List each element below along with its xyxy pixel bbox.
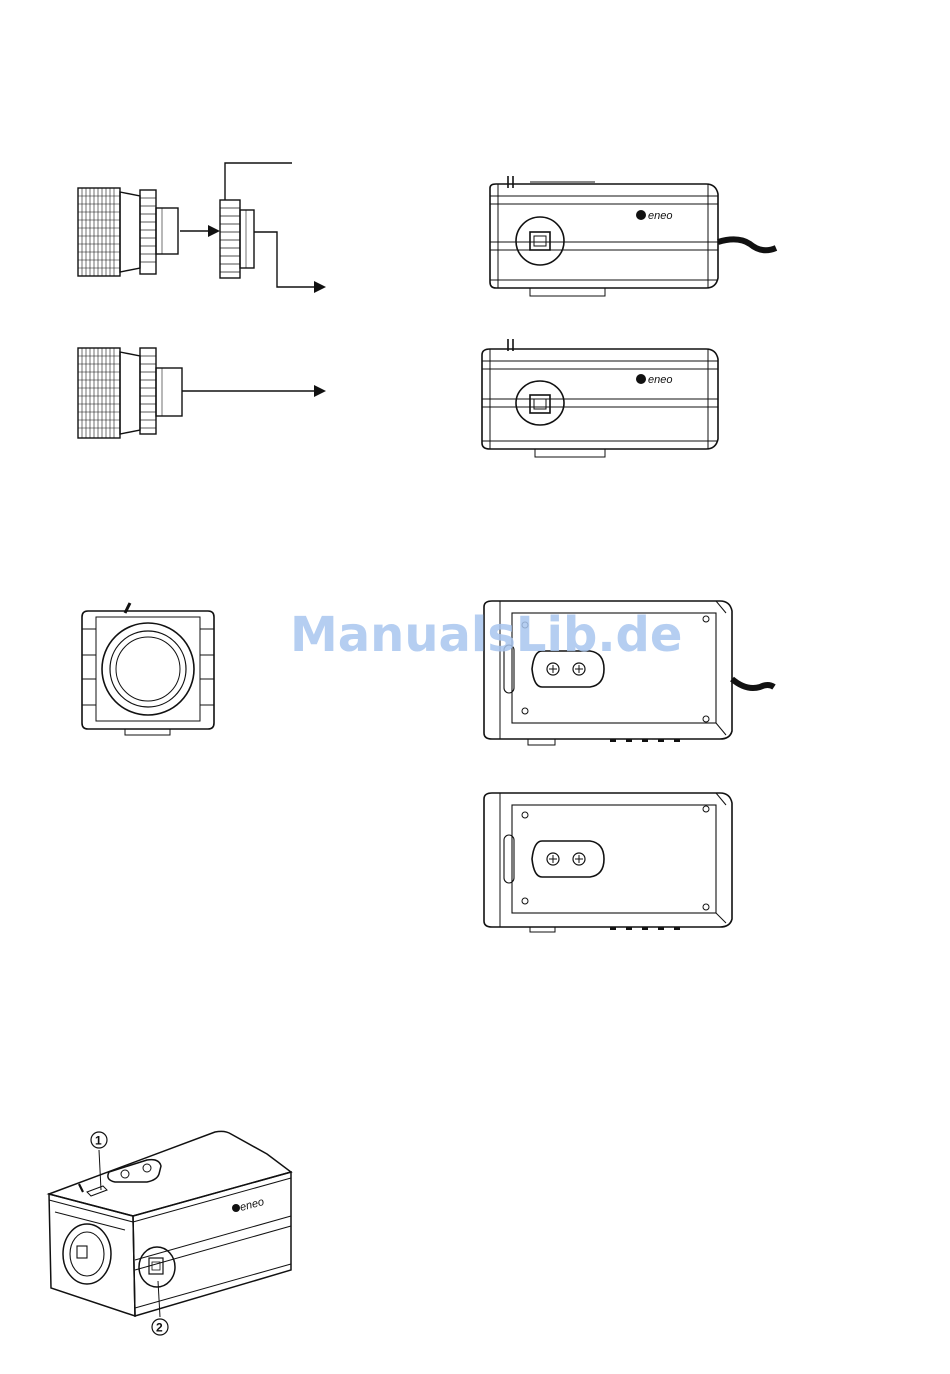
camera-cable [718,239,776,250]
top-mount-plate [108,1160,161,1182]
lens-ring [140,190,156,274]
brand-logo-text: eneo [239,1196,266,1214]
camera-front-view [70,595,230,740]
camera-side-face [133,1172,291,1316]
camera-front-face [49,1194,135,1316]
connector-housing [516,217,564,265]
camera-side-view-cable: eneo [470,170,790,310]
brand-logo-text: eneo [648,210,672,222]
connector-port [530,232,550,250]
lens-grip [78,188,120,276]
camera-cable [732,679,774,688]
camera-side-plain-svg: eneo [470,335,790,470]
watermark: ManualsLib.de [290,605,670,665]
lens-mount [156,208,178,254]
adapter-thread [240,210,254,268]
lens-direct-diagram [70,340,340,450]
brand-logo-text: eneo [648,374,672,386]
brand-logo-icon [636,210,646,220]
camera-body [490,184,718,288]
adapter-ring [220,200,240,278]
lens-adapter-svg [70,160,340,300]
camera-perspective-svg: 1 2 eneo [35,1120,305,1345]
connector-port [149,1258,163,1274]
lens-with-adapter-diagram [70,160,340,300]
lens-direct-svg [70,340,340,450]
lens-grip [78,348,120,438]
camera-perspective-view: 1 2 eneo [35,1120,305,1345]
camera-top-view [470,787,760,937]
camera-side-svg: eneo [470,170,790,310]
camera-front-svg [70,595,230,740]
callout-1-label: 1 [95,1134,102,1148]
camera-side-view: eneo [470,335,790,470]
camera-top-plain-svg [470,787,760,937]
lens-body [120,192,140,272]
callout-2-label: 2 [156,1321,163,1335]
